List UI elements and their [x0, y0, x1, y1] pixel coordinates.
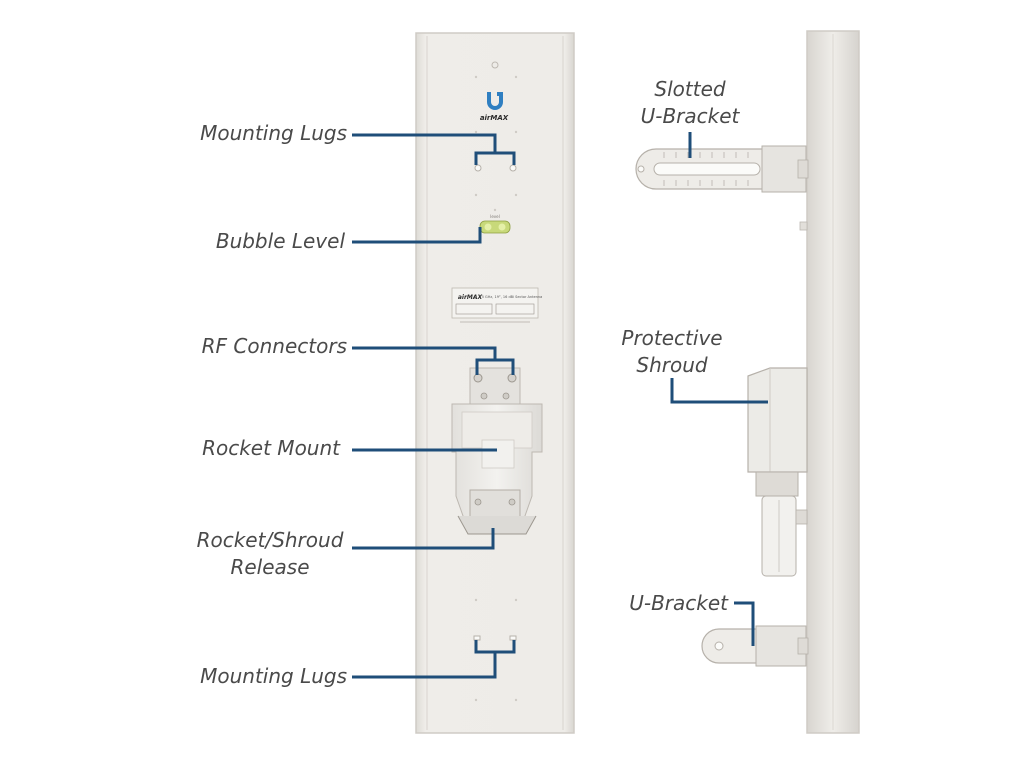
label-rocket-mount: Rocket Mount — [202, 436, 340, 460]
product-label-plate — [451, 287, 539, 323]
leader-bubble-level — [352, 227, 482, 244]
leader-rocket-shroud-release — [352, 528, 495, 550]
side-antenna-panel — [799, 30, 860, 734]
label-rocket-shroud-release: Rocket/Shroud Release — [196, 528, 344, 579]
label-mounting-lugs-top: Mounting Lugs — [200, 121, 347, 145]
ubiquiti-logo — [487, 92, 503, 110]
bubble-level-graphic — [479, 220, 511, 234]
u-bracket-graphic — [701, 625, 809, 667]
leader-protective-shroud — [670, 378, 768, 404]
rocket-mount-graphic — [451, 403, 543, 535]
leader-mounting-lugs-top — [352, 133, 497, 153]
leader-mounting-lugs-bottom-fork — [474, 640, 516, 654]
slotted-u-bracket-graphic — [635, 145, 809, 193]
label-protective-shroud: Protective Shroud — [621, 326, 723, 377]
label-plate-brand: airMAX — [458, 294, 483, 301]
mounting-lugs-top-holes — [474, 164, 517, 172]
label-bubble-level: Bubble Level — [215, 229, 345, 253]
leader-lines — [352, 132, 768, 679]
leader-mounting-lugs-top-fork — [474, 151, 516, 165]
bubble-caption: level — [490, 214, 500, 219]
label-plate-text: 5 GHz, 19°, 16 dBi Sector Antenna — [482, 295, 543, 299]
leader-u-bracket — [734, 601, 755, 646]
leader-mounting-lugs-bottom — [352, 652, 497, 679]
logo-wordmark: airMAX — [480, 114, 509, 122]
protective-shroud-graphic — [747, 367, 808, 577]
label-mounting-lugs-bottom: Mounting Lugs — [200, 664, 347, 688]
leader-rf-connectors — [352, 346, 497, 360]
leader-rf-connectors-fork — [475, 358, 515, 375]
label-rf-connectors: RF Connectors — [201, 334, 347, 358]
label-u-bracket: U-Bracket — [629, 591, 728, 615]
label-slotted-u-bracket: Slotted U-Bracket — [640, 77, 740, 128]
